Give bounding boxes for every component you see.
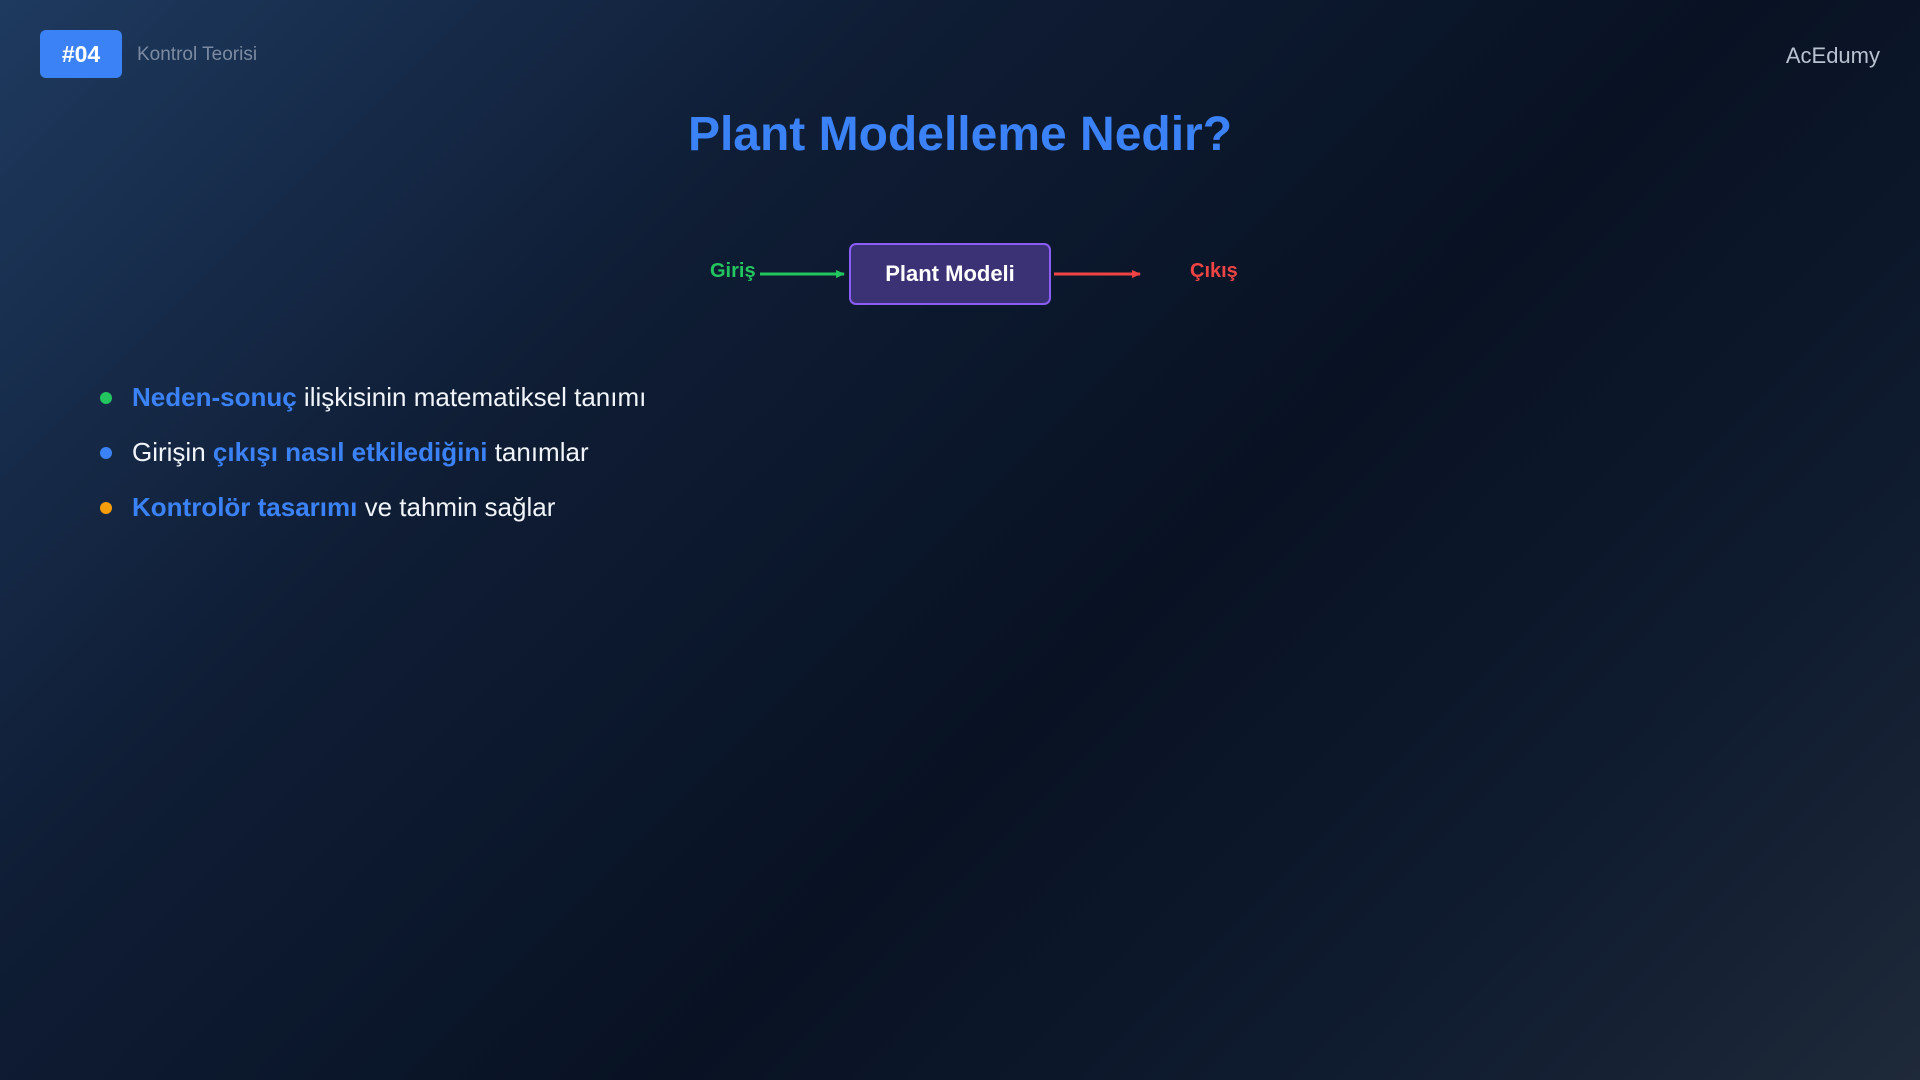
list-item: Girişin çıkışı nasıl etkilediğini tanıml…	[100, 425, 646, 480]
slide-title: Plant Modelleme Nedir?	[687, 108, 1233, 161]
list-item: Neden-sonuç ilişkisinin matematiksel tan…	[100, 370, 646, 425]
plant-block-diagram: Giriş Plant Modeli Çıkış	[700, 240, 1240, 310]
bullet-post: ve tahmin sağlar	[357, 492, 556, 522]
diagram-arrows	[760, 270, 1141, 278]
brand-logo-text: AcEdumy	[1785, 43, 1880, 68]
bullet-pre: Girişin	[132, 437, 213, 467]
input-label: Giriş	[710, 260, 756, 282]
bullet-list: Neden-sonuç ilişkisinin matematiksel tan…	[100, 370, 646, 535]
bullet-dot-icon	[100, 446, 112, 459]
bullet-dot-icon	[100, 501, 112, 514]
bullet-highlight: çıkışı nasıl etkilediğini	[212, 437, 488, 467]
bullet-highlight: Neden-sonuç	[132, 382, 297, 412]
output-label: Çıkış	[1190, 260, 1238, 282]
plant-model-block: Plant Modeli	[849, 243, 1051, 305]
header: #04 Kontrol Teorisi AcEdumy	[40, 30, 1880, 78]
bullet-post: tanımlar	[487, 437, 589, 467]
course-name: Kontrol Teorisi	[137, 44, 258, 65]
list-item: Kontrolör tasarımı ve tahmin sağlar	[100, 480, 646, 535]
bullet-text: Neden-sonuç ilişkisinin matematiksel tan…	[132, 382, 646, 413]
bullet-text: Girişin çıkışı nasıl etkilediğini tanıml…	[132, 437, 589, 468]
bullet-text: Kontrolör tasarımı ve tahmin sağlar	[132, 492, 555, 523]
bullet-dot-icon	[100, 391, 112, 404]
bullet-post: ilişkisinin matematiksel tanımı	[296, 382, 647, 412]
episode-badge: #04	[40, 30, 122, 78]
bullet-highlight: Kontrolör tasarımı	[132, 492, 358, 522]
